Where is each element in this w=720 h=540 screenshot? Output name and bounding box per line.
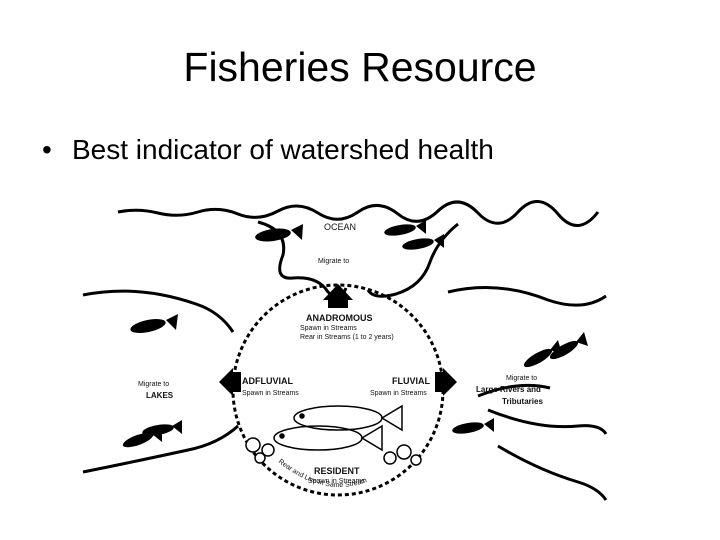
resident-line1: Spawn in Streams [308, 478, 365, 485]
migrate-to-ocean-label: Migrate to [318, 258, 349, 265]
fluvial-title: FLUVIAL [392, 376, 430, 386]
migrate-to-lakes-line2: LAKES [146, 391, 174, 400]
fluvial-line1: Spawn in Streams [370, 390, 427, 397]
lake-shoreline [82, 289, 240, 474]
adfluvial-title: ADFLUVIAL [242, 376, 293, 386]
fish-icon-group [122, 220, 588, 448]
bullet-text: Best indicator of watershed health [72, 134, 494, 165]
anadromous-title: ANADROMOUS [306, 313, 373, 323]
adfluvial-line1: Spawn in Streams [242, 390, 299, 397]
migrate-to-rivers-line2: Large Rivers and [476, 385, 541, 394]
anadromous-line1: Spawn in Streams [300, 325, 357, 332]
anadromous-line2: Rear in Streams (1 to 2 years) [300, 334, 394, 341]
river-banks [447, 286, 608, 501]
bullet-marker: • [42, 134, 52, 165]
slide-title: Fisheries Resource [183, 44, 537, 90]
ocean-shoreline [117, 200, 600, 299]
resident-fish-drawing [273, 404, 403, 452]
resident-title: RESIDENT [314, 466, 360, 476]
fish-life-history-diagram: OCEAN Migrate to ANADROMOUS Spawn in Str… [82, 200, 608, 501]
migrate-to-lakes-line1: Migrate to [138, 381, 169, 388]
migrate-to-rivers-line3: Tributaries [502, 397, 543, 406]
bullet-item: • Best indicator of watershed health [42, 130, 494, 170]
ocean-label: OCEAN [324, 222, 356, 232]
migrate-to-rivers-line1: Migrate to [506, 375, 537, 382]
streambed-pebbles [245, 437, 422, 466]
